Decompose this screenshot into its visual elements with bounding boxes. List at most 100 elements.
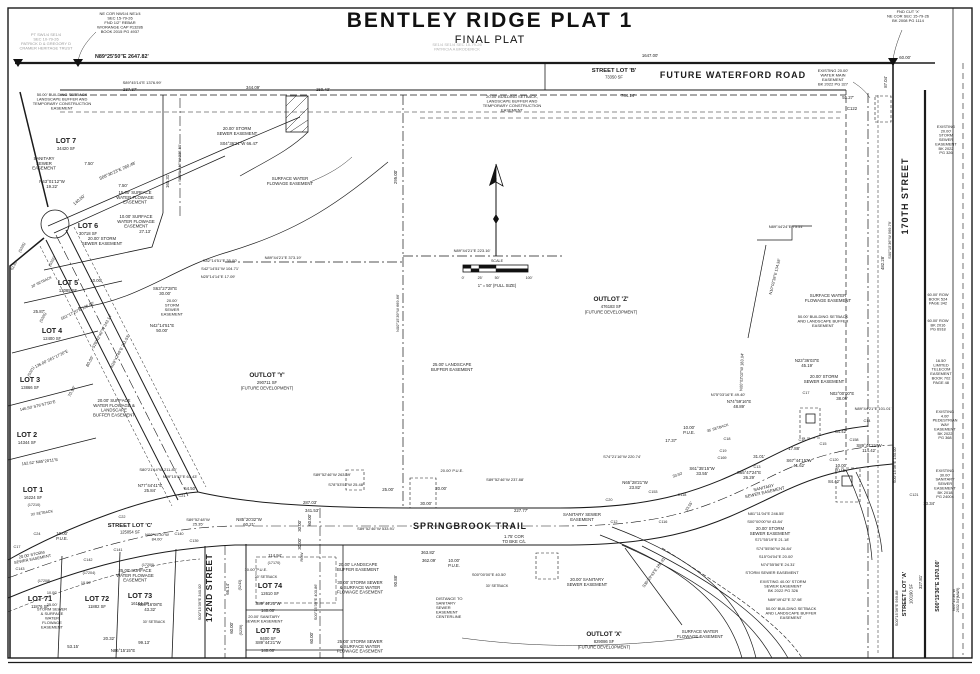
dim-label: (5243) [238, 580, 242, 591]
dim-label: 20.00' P.U.E. [441, 468, 464, 473]
dim-label: S42°14'51"E 35.00' [203, 258, 238, 263]
dim-label: S89°45'14"E 1376.99' [123, 80, 162, 85]
dim-label: S00°00'00"E 40.50' [472, 572, 507, 577]
dim-label: 66.14' [225, 583, 230, 595]
dim-label: (5326) [39, 312, 48, 323]
dim-label: S00°15'36"E 130.00' [892, 446, 897, 483]
dim-label: C140 [174, 532, 183, 536]
street-lot-name: STREET LOT 'C' [108, 523, 153, 529]
dim-label: S00°15'39"E 400.86' [313, 583, 318, 620]
dim-label: 744.14' [621, 93, 635, 98]
street-lot-area: 125054 SF [120, 529, 141, 534]
dim-label: S04°36'21"W 66.47' [220, 141, 258, 146]
lot-name: LOT 74 [258, 581, 282, 590]
lot-name: LOT 7 [56, 136, 76, 145]
north-arrow [489, 163, 504, 256]
dim-label: 10.00'P.U.E. [56, 531, 68, 541]
dim-label: C122 [847, 106, 858, 111]
dim-label: S74°21'16"W 220.74' [603, 454, 641, 459]
dim-label: N89°44'21"E 373.19' [265, 255, 302, 260]
dim-label: 1" = 50' (FULL SIZE) [478, 283, 517, 288]
road-name: FUTURE WATERFORD ROAD [660, 70, 806, 80]
dim-label: C116 [659, 520, 668, 524]
dim-label: C17 [803, 391, 810, 395]
lot-name: LOT 5 [58, 278, 78, 287]
dim-label: S00°15'36"W 569.79' [887, 221, 892, 259]
page-subtitle: FINAL PLAT [454, 34, 526, 46]
outlot-area: 829086 SF [594, 639, 615, 644]
lot-area: 12400 SF [43, 336, 62, 341]
dim-label: 84.42' [828, 479, 840, 484]
lot-area: 13866 SF [21, 385, 40, 390]
dim-label: 10.00' [47, 591, 58, 595]
dim-label: 135.00' S61°17'20"E [34, 348, 69, 369]
dim-label: 227.77' [514, 508, 528, 513]
dim-label: N89°25'50"E 2647.82' [95, 54, 149, 60]
dim-label: 10.00'P.U.E. [683, 425, 695, 435]
dim-label: N00°15'36"W2632.54'(M&R) [952, 588, 960, 613]
dim-label: S00°15'36"E 1670.00' [935, 560, 941, 611]
dim-label: C142 [83, 558, 92, 562]
dim-label: ROW [300, 552, 304, 562]
dim-label: N75°03'16"E 49.40' [711, 392, 746, 397]
street-lot-label: STREET LOT 'C'125054 SF [108, 523, 153, 534]
title-block: BENTLEY RIDGE PLAT 1 FINAL PLAT [0, 9, 980, 46]
road-name: 172ND STREET [204, 554, 214, 623]
dim-label: 84.42' [835, 429, 847, 434]
dim-label: 60.00' [229, 622, 234, 634]
dim-label: C19 [720, 449, 727, 453]
dim-label: 7.50' [84, 161, 93, 166]
dim-label: S15°04'04"E 20.00' [759, 554, 794, 559]
dim-label: S61°17'20"E 135.00' [60, 300, 95, 321]
dim-label: 482.28' [880, 256, 885, 270]
dim-label: 140.00' [261, 608, 275, 613]
dim-label: 362.09' [422, 558, 436, 563]
dim-label: 60.00' [307, 514, 312, 526]
outlot-label: OUTLOT 'X'829086 SF(FUTURE DEVELOPMENT) [578, 631, 631, 650]
outlot-name: OUTLOT 'Z' [594, 296, 629, 303]
outlot-note: (FUTURE DEVELOPMENT) [578, 645, 631, 650]
dim-label: N81°11'04"E 246.55' [748, 511, 785, 516]
lot-name: LOT 4 [42, 326, 62, 335]
street-lot-label: STREET LOT 'B'73350 SF [592, 68, 637, 79]
dim-label: 80.00' [85, 355, 95, 368]
dim-label: 7.50' [118, 183, 127, 188]
dim-label: 140.00' [261, 648, 275, 653]
dim-label: N89°44'24"E 73.51' [769, 224, 804, 229]
dim-label: C139 [189, 539, 198, 543]
dim-label: S89°52'46"W 533.91' [357, 526, 395, 531]
dim-label: C120 [829, 458, 838, 462]
lot-name: LOT 72 [85, 594, 109, 603]
dim-label: (5335) [18, 242, 27, 253]
dim-label: SANITARYSEWER EASEMENT [743, 480, 785, 499]
dim-label: S80°21'14"W 211.80' [139, 467, 177, 472]
dim-label: 17.37' [665, 438, 677, 443]
dim-label: 20.32' [103, 636, 115, 641]
outlot-area: 476183 SF [601, 304, 622, 309]
